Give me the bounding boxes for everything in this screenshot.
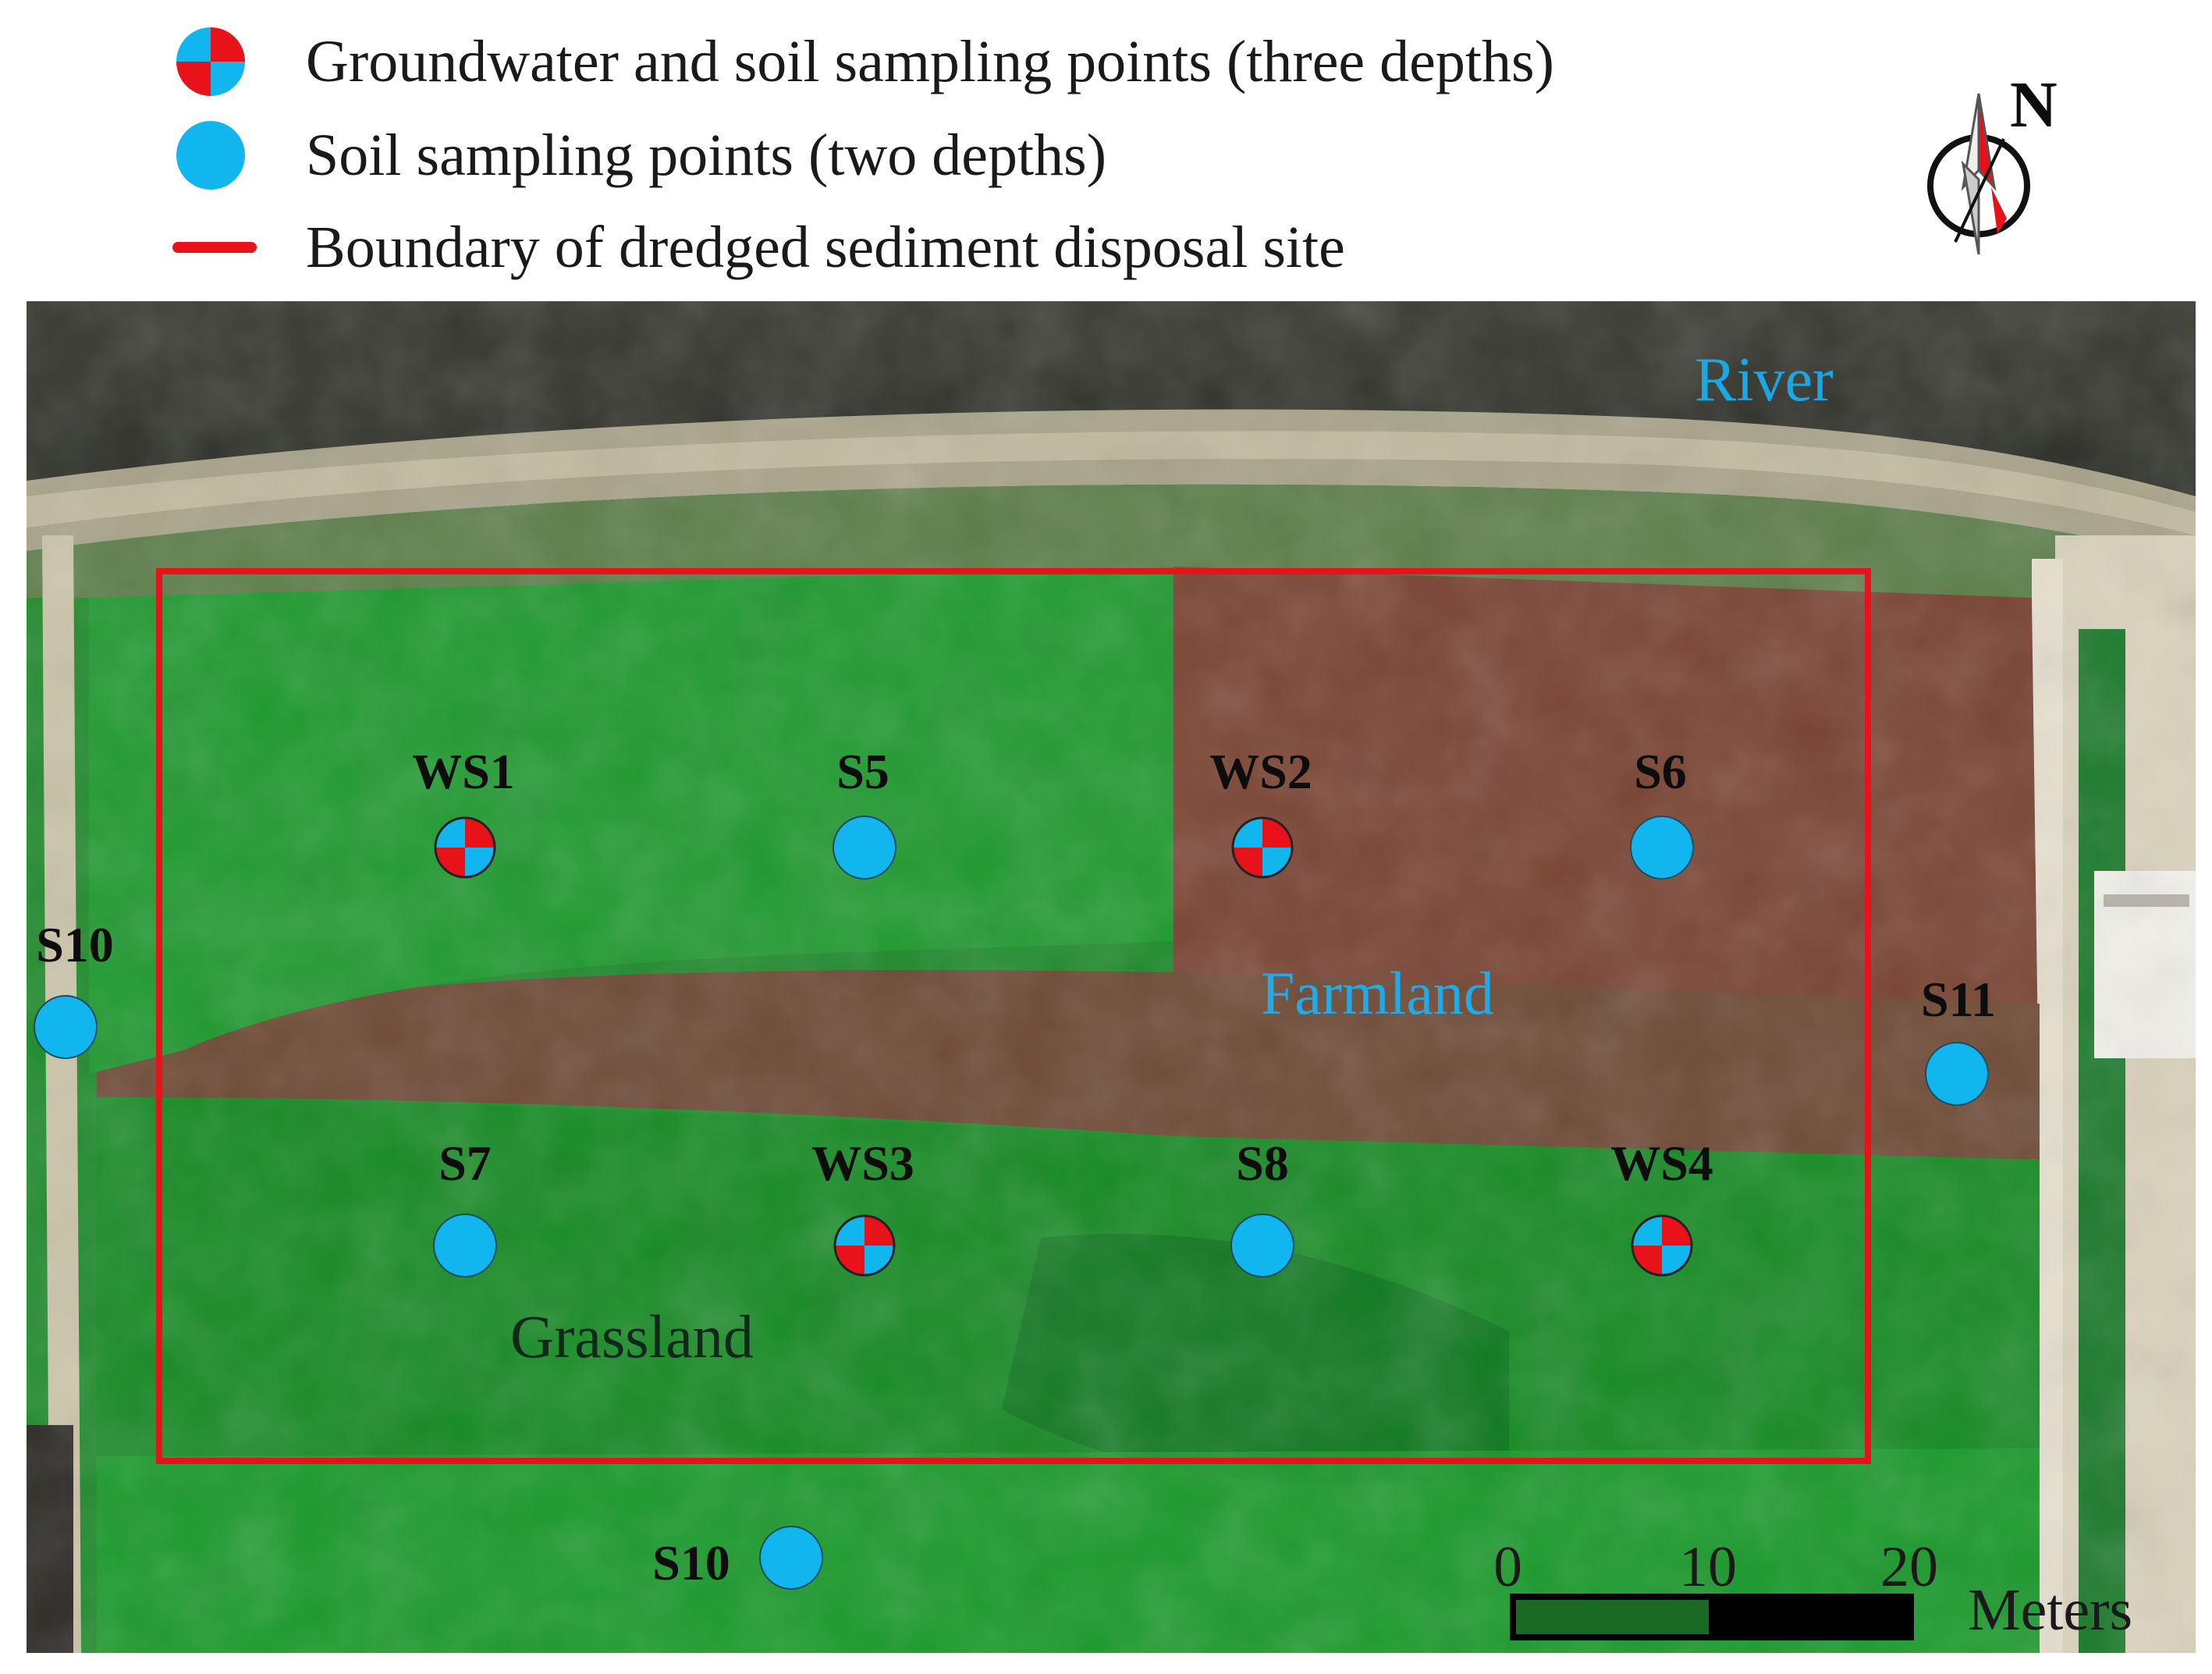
sampling-point-ws4 bbox=[1631, 1214, 1693, 1277]
scale-tick-20: 20 bbox=[1880, 1535, 1938, 1599]
sampling-point-s10 bbox=[759, 1526, 823, 1590]
legend: Groundwater and soil sampling points (th… bbox=[0, 0, 2212, 297]
scale-unit: Meters bbox=[1968, 1577, 2133, 1643]
disposal-site-boundary bbox=[156, 568, 1871, 1464]
farmland-label: Farmland bbox=[1261, 959, 1494, 1027]
north-label: N bbox=[2010, 69, 2058, 141]
point-label-ws1: WS1 bbox=[412, 744, 515, 799]
grassland-label: Grassland bbox=[510, 1303, 754, 1370]
map-imagery bbox=[27, 301, 2196, 1653]
legend-item-boundary: Boundary of dredged sediment disposal si… bbox=[172, 204, 1345, 290]
quartered-circle-icon bbox=[176, 27, 245, 96]
point-label-ws3: WS3 bbox=[811, 1136, 914, 1191]
sampling-point-s5 bbox=[833, 816, 897, 880]
sampling-point-s7 bbox=[433, 1214, 497, 1278]
point-label-s5: S5 bbox=[836, 744, 889, 799]
scale-bar bbox=[1510, 1594, 1914, 1640]
point-label-ws4: WS4 bbox=[1610, 1136, 1713, 1191]
point-label-s10-left: S10 bbox=[36, 917, 114, 972]
satellite-map: River Farmland Grassland WS1 S5 WS2 S6 S… bbox=[27, 301, 2196, 1653]
sampling-point-s8 bbox=[1230, 1214, 1294, 1278]
red-line-icon bbox=[172, 242, 257, 253]
legend-label: Soil sampling points (two depths) bbox=[306, 122, 1106, 188]
blue-circle-icon bbox=[176, 121, 245, 190]
point-label-s8: S8 bbox=[1236, 1136, 1289, 1191]
point-label-s10-bottom: S10 bbox=[652, 1535, 730, 1590]
point-label-s6: S6 bbox=[1634, 744, 1687, 799]
sampling-point-s10 bbox=[34, 995, 98, 1059]
sampling-point-s11 bbox=[1925, 1042, 1989, 1106]
legend-label: Groundwater and soil sampling points (th… bbox=[306, 28, 1554, 94]
sampling-point-ws2 bbox=[1231, 816, 1294, 879]
north-arrow-icon bbox=[1927, 93, 2030, 255]
sampling-point-ws1 bbox=[434, 816, 496, 879]
legend-item-groundwater-soil: Groundwater and soil sampling points (th… bbox=[172, 19, 1554, 105]
sampling-points bbox=[34, 816, 1989, 1590]
river-label: River bbox=[1695, 346, 1834, 414]
sampling-point-s6 bbox=[1630, 816, 1694, 880]
point-label-s7: S7 bbox=[438, 1136, 492, 1191]
scale-tick-10: 10 bbox=[1679, 1535, 1737, 1599]
north-arrow: N bbox=[1919, 69, 2075, 258]
scale-tick-0: 0 bbox=[1493, 1535, 1522, 1599]
sampling-point-ws3 bbox=[833, 1214, 896, 1277]
legend-item-soil: Soil sampling points (two depths) bbox=[172, 112, 1106, 198]
legend-label: Boundary of dredged sediment disposal si… bbox=[306, 214, 1345, 280]
point-label-ws2: WS2 bbox=[1209, 744, 1312, 799]
point-label-s11: S11 bbox=[1920, 972, 1997, 1027]
